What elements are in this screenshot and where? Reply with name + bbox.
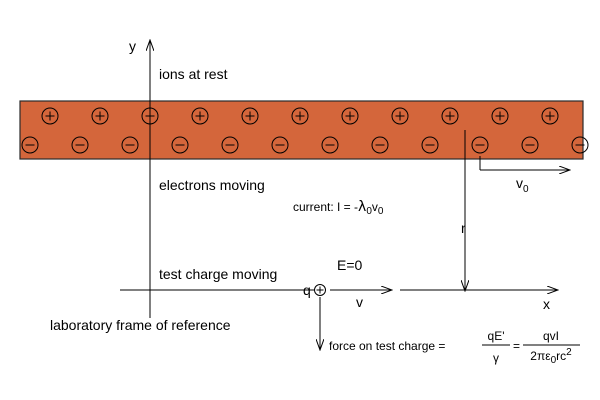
electron-charge [171, 136, 189, 154]
electron-charge [271, 136, 289, 154]
ion-charge [441, 107, 459, 125]
force-expression-prefix: force on test charge = [329, 339, 445, 353]
electron-charge [421, 136, 439, 154]
electron-charge [471, 136, 489, 154]
force-fraction1-denominator: γ [493, 351, 499, 365]
electron-charge [321, 136, 339, 154]
ion-charge [41, 107, 59, 125]
ion-charge [541, 107, 559, 125]
ion-charge [191, 107, 209, 125]
test-charge-moving-label: test charge moving [159, 266, 277, 282]
electron-charge [371, 136, 389, 154]
radius-label: r [461, 220, 466, 236]
electron-charge [71, 136, 89, 154]
ion-charge [91, 107, 109, 125]
ion-charge [241, 107, 259, 125]
electron-charge [221, 136, 239, 154]
x-axis-label: x [543, 296, 550, 312]
ion-charge [341, 107, 359, 125]
ion-charge [291, 107, 309, 125]
force-equals: = [513, 339, 520, 353]
current-expression: current: I = -λ0v0 [293, 199, 384, 217]
force-fraction2-numerator: qvI [543, 329, 559, 343]
ion-charge [391, 107, 409, 125]
electrons-label: electrons moving [159, 177, 265, 193]
electric-field-label: E=0 [337, 257, 363, 273]
test-charge-velocity-label: v [356, 294, 363, 310]
electron-charge [571, 136, 589, 154]
electron-charge [21, 136, 39, 154]
ion-charge [491, 107, 509, 125]
force-fraction2-denominator: 2πε0rc2 [530, 347, 572, 366]
electron-charge [521, 136, 539, 154]
ions-label: ions at rest [159, 66, 228, 82]
y-axis-label: y [129, 38, 136, 54]
test-charge-label: q [303, 282, 311, 298]
electron-charge [121, 136, 139, 154]
lab-frame-label: laboratory frame of reference [50, 317, 231, 333]
electron-row [21, 136, 589, 154]
wire [19, 100, 584, 160]
force-fraction1-numerator: qE' [488, 329, 505, 343]
electron-velocity-label: v0 [516, 175, 529, 195]
